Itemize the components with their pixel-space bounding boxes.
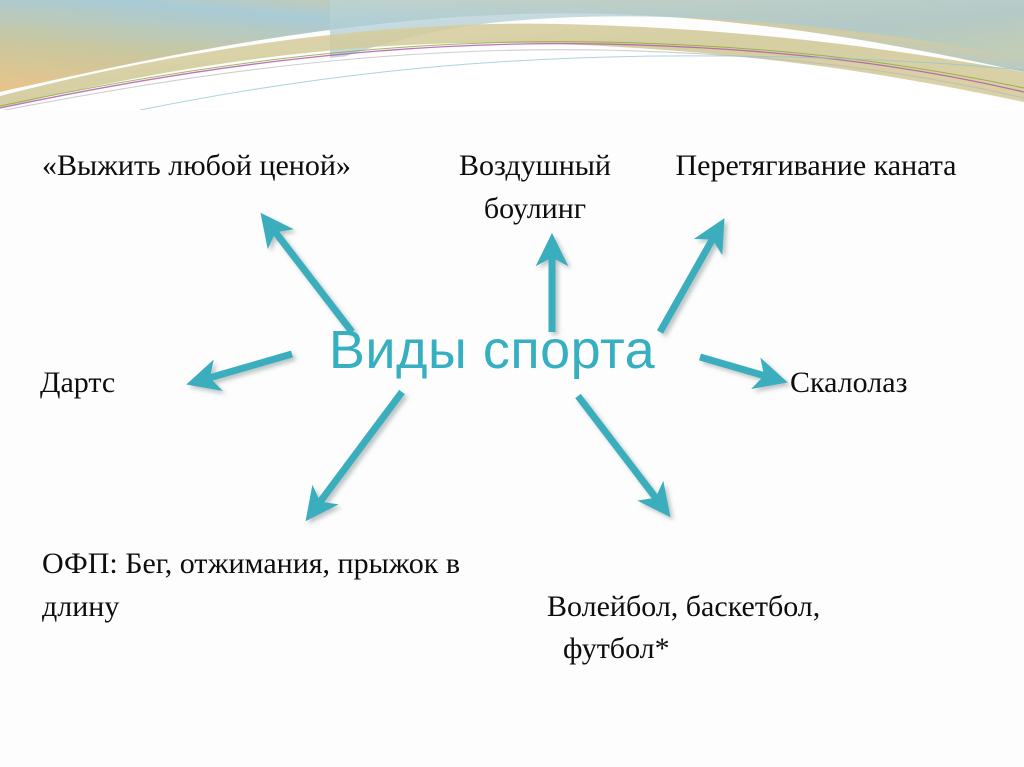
wave-band-blue — [330, 0, 1024, 62]
wave-band-primary — [0, 0, 1024, 92]
node-label-team-sports-line1: Волейбол, баскетбол, — [547, 589, 821, 623]
node-label-air-bowling: Воздушный боулинг — [459, 149, 611, 225]
node-label-survive: «Выжить любой ценой» — [42, 149, 351, 182]
header-wave-decoration — [0, 0, 1024, 110]
node-label-team-sports: Волейбол, баскетбол, футбол* — [547, 543, 967, 713]
wave-band-white — [0, 47, 1024, 110]
wave-band-khaki — [0, 23, 1024, 109]
accent-line-green — [0, 41, 1024, 107]
arrow-to-survive — [260, 212, 355, 335]
accent-line-blue — [139, 55, 1024, 110]
center-node-title: Виды спорта — [328, 320, 656, 380]
node-label-team-sports-line2: футбол* — [563, 632, 670, 666]
node-label-general-fitness: ОФП: Бег, отжимания, прыжок в длину — [42, 547, 460, 623]
node-label-tug-of-war: Перетягивание каната — [675, 149, 957, 182]
node-label-climber: Скалолаз — [790, 366, 908, 399]
node-label-darts: Дартс — [40, 366, 116, 399]
accent-line-gray — [2, 49, 1024, 110]
arrow-to-rope — [656, 218, 725, 334]
arrow-to-ball — [575, 393, 671, 518]
arrow-to-ofp — [305, 389, 405, 522]
arrow-to-climb — [699, 353, 788, 389]
accent-line-magenta — [0, 43, 1024, 109]
